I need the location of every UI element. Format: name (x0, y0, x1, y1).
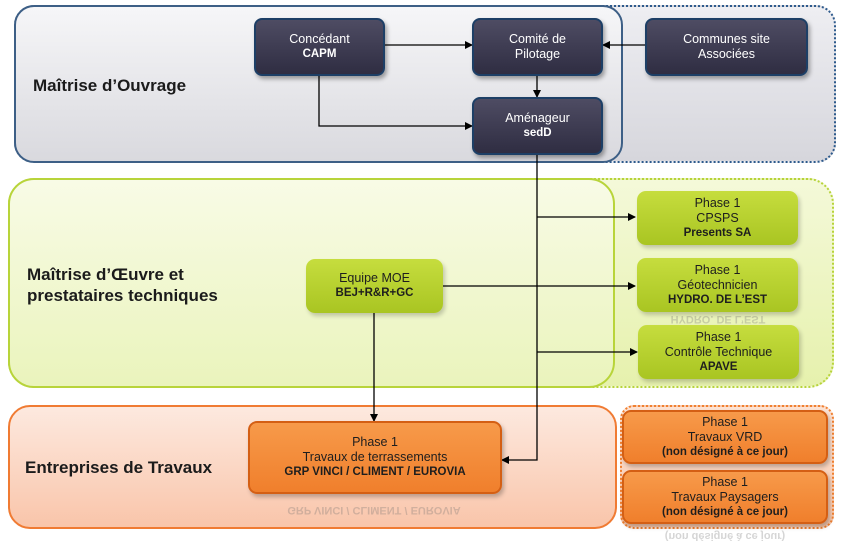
node-amenageur[interactable]: Aménageur sedD (472, 97, 603, 155)
node-controle-technique[interactable]: Phase 1 Contrôle Technique APAVE (638, 325, 799, 379)
csps-company: Presents SA (683, 226, 752, 239)
vrd-phase: Phase 1 (702, 414, 748, 429)
node-travaux-vrd[interactable]: Phase 1 Travaux VRD (non désigné à ce jo… (622, 410, 828, 464)
vrd-role: Travaux VRD (687, 429, 763, 444)
geotech-role: Géotechnicien (677, 277, 758, 292)
node-concedant[interactable]: Concédant CAPM (254, 18, 385, 76)
moe-value: BEJ+R&R+GC (335, 287, 414, 299)
controle-company: APAVE (699, 360, 738, 373)
band-label-travaux: Entreprises de Travaux (25, 458, 213, 477)
line-amenageur-down (501, 155, 538, 464)
csps-phase: Phase 1 (694, 195, 741, 210)
arrow-concedant-amenageur (318, 76, 473, 130)
node-travaux-paysagers[interactable]: Phase 1 Travaux Paysagers (non désigné à… (622, 470, 828, 524)
amenageur-value: sedD (523, 127, 552, 139)
communes-line2: Associées (698, 47, 755, 61)
node-communes-associees[interactable]: Communes site Associées (645, 18, 808, 76)
geotech-phase: Phase 1 (694, 262, 741, 277)
paysagers-company: (non désigné à ce jour) (662, 505, 788, 518)
comite-line1: Comité de (509, 32, 566, 46)
vrd-company: (non désigné à ce jour) (662, 445, 788, 458)
terrassement-phase: Phase 1 (352, 435, 398, 449)
band-label-oeuvre: Maîtrise d’Œuvre et prestataires techniq… (27, 264, 218, 306)
paysagers-phase: Phase 1 (702, 474, 748, 489)
controle-phase: Phase 1 (695, 329, 742, 344)
comite-line2: Pilotage (514, 47, 561, 61)
terrassement-company: GRP VINCI / CLIMENT / EUROVIA (284, 466, 466, 478)
node-geotechnicien[interactable]: Phase 1 Géotechnicien HYDRO. DE L’EST (637, 258, 798, 312)
terrassement-role: Travaux de terrassements (302, 450, 448, 464)
paysagers-role: Travaux Paysagers (671, 489, 779, 504)
csps-role: CPSPS (696, 210, 739, 225)
concedant-value: CAPM (302, 48, 337, 60)
band-label-oeuvre-line2: prestataires techniques (27, 286, 218, 305)
moe-label: Equipe MOE (339, 271, 410, 285)
band-label-ouvrage: Maîtrise d’Ouvrage (33, 76, 187, 95)
band-label-oeuvre-line1: Maîtrise d’Œuvre et (27, 265, 184, 284)
controle-role: Contrôle Technique (664, 344, 773, 359)
node-csps[interactable]: Phase 1 CPSPS Presents SA (637, 191, 798, 245)
node-terrassements[interactable]: Phase 1 Travaux de terrassements GRP VIN… (248, 421, 502, 494)
geotech-company: HYDRO. DE L’EST (667, 293, 768, 306)
concedant-label: Concédant (289, 32, 350, 46)
node-comite-pilotage[interactable]: Comité de Pilotage (472, 18, 603, 76)
node-equipe-moe[interactable]: Equipe MOE BEJ+R&R+GC (306, 259, 443, 313)
amenageur-label: Aménageur (505, 111, 570, 125)
communes-line1: Communes site (683, 32, 770, 46)
